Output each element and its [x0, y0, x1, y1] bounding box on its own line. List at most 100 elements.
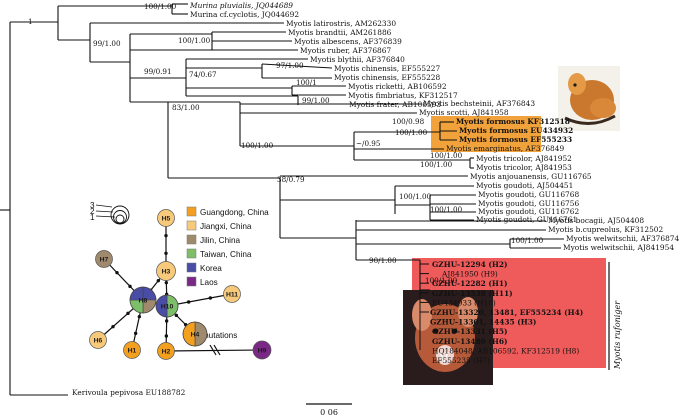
legend-swatch [186, 276, 197, 287]
support-s11: 100/0.98 [392, 117, 425, 126]
median-vector-dot [186, 300, 191, 304]
haplotype-label-h9: H9 [258, 348, 267, 355]
support-s1: 1 [28, 17, 33, 26]
taxon-tricolor-1: Myotis tricolor, AJ841952 [476, 154, 572, 163]
haplotype-node-h3 [156, 261, 176, 281]
size-key-2: 2 [90, 207, 95, 216]
median-vector-dot [174, 313, 179, 318]
rufoniger-side-label: Myotis rufoniger [613, 300, 622, 370]
rufoniger-haplotype-4: GZHU-13538 (H11) [432, 289, 513, 298]
support-s22: 100/1.00 [425, 276, 458, 285]
support-s5: 99/0.91 [144, 67, 172, 76]
support-s13: 100/1.00 [241, 141, 274, 150]
size-key: 3 2 1 [90, 201, 130, 225]
haplotype-label-h4: H4 [191, 332, 200, 339]
haplotype-node-h4 [182, 321, 208, 347]
long-branch-break [209, 344, 221, 356]
taxon-goudoti-1: Myotis goudoti, AJ504451 [476, 181, 573, 190]
support-s6: 74/0.67 [189, 70, 217, 79]
median-vector-dot [126, 311, 130, 316]
rufoniger-haplotype-1: GZHU-12294 (H2) [432, 260, 507, 269]
support-s15: 100/1.00 [430, 151, 463, 160]
median-vector-dot [137, 314, 142, 319]
rufoniger-haplotype-9: GZHU-13480 (H6) [432, 337, 507, 346]
support-s12: 100/1.00 [395, 128, 428, 137]
taxon-goudoti-3: Myotis goudoti, GU116756 [478, 199, 579, 208]
rufoniger-haplotype-3: GZHU-12282 (H1) [432, 279, 507, 288]
taxon-chinensis-2: Myotis chinensis, EF555228 [334, 73, 441, 82]
scale-label: 0 06 [320, 408, 338, 417]
rufoniger-haplotype-8: GZHU-13331 (H5) [432, 327, 507, 336]
median-vector-dot [164, 251, 168, 256]
taxon-ruber: Myotis ruber, AF376867 [300, 46, 391, 55]
haplotype-node-h8 [129, 286, 157, 314]
legend-swatch [186, 248, 197, 259]
taxon-cupreolus: Myotis b.cupreolus, KF312502 [548, 225, 663, 234]
haplotype-node-h10 [155, 294, 179, 318]
support-s19: 100/1.00 [430, 205, 463, 214]
median-vector-dot [164, 280, 169, 285]
support-s7: 97/1.00 [276, 61, 304, 70]
support-s3: 99/1.00 [93, 39, 121, 48]
legend-label: Jilin, China [200, 236, 240, 245]
median-vector-dot [133, 331, 138, 336]
size-key-1: 1 [90, 213, 95, 222]
median-vector-dot [164, 334, 169, 338]
haplotype-label-h11: H11 [226, 292, 238, 299]
size-key-3: 3 [90, 201, 95, 210]
support-values: 1 100/1.00 99/1.00 100/1.00 99/0.91 74/0… [28, 2, 544, 285]
taxon-bocagii: Myotis bocagii, AJ504408 [548, 216, 644, 225]
taxon-labels: Murina pluvialis, JQ044689 Murina cf.cyc… [72, 1, 679, 397]
taxon-murina-pluvialis: Murina pluvialis, JQ044689 [189, 1, 293, 10]
taxon-fimbriatus: Myotis fimbriatus, KF312517 [348, 91, 458, 100]
rufoniger-haplotype-labels: GZHU-12294 (H2)AJ841950 (H9)GZHU-12282 (… [419, 260, 583, 365]
support-s16: 100/1.00 [420, 160, 453, 169]
taxon-goudoti-5: Myotis goudoti, GU116761 [476, 215, 577, 224]
taxon-frater: Myotis frater, AB106593 [349, 100, 441, 109]
support-s8: 100/1 [296, 78, 317, 87]
legend-swatch [186, 262, 197, 273]
haplotype-node-h5 [157, 209, 175, 227]
haplotype-label-h5: H5 [162, 216, 171, 223]
rufoniger-haplotype-6: GZHU-13320, 13481, EF555234 (H4) [430, 308, 583, 317]
taxon-formosus-3: Myotis formosus EF555233 [459, 135, 572, 144]
taxon-goudoti-2: Myotis goudoti, GU116768 [478, 190, 579, 199]
taxon-welwitschii-2: Myotis welwitschii, AJ841954 [563, 243, 674, 252]
haplotype-label-h3: H3 [162, 269, 171, 276]
legend-label: Jiangxi, China [200, 222, 252, 231]
support-s4: 100/1.00 [178, 36, 211, 45]
rufoniger-bat-photo [403, 290, 493, 385]
median-vector-dot [115, 270, 119, 275]
taxon-emarginatus: Myotis emarginatus, AF376849 [446, 144, 564, 153]
legend-swatch [186, 220, 197, 231]
haplotype-label-h6: H6 [94, 338, 103, 345]
haplotype-label-h8: H8 [139, 298, 148, 305]
taxon-blythii: Myotis blythii, AF376840 [310, 55, 405, 64]
support-s17: 38/0.79 [277, 175, 305, 184]
median-vector-dot [156, 278, 161, 283]
taxon-chinensis-1: Myotis chinensis, EF555227 [334, 64, 441, 73]
median-vector-dot [164, 319, 169, 323]
mutation-note: 6 mutations [195, 331, 237, 340]
taxon-formosus-2: Myotis formosus EU434932 [459, 126, 573, 135]
haplotype-node-h11 [223, 285, 241, 303]
legend-label: Guangdong, China [200, 208, 269, 217]
haplotype-label-h2: H2 [162, 349, 171, 356]
haplotype-label-h1: H1 [128, 348, 137, 355]
haplotype-node-h2 [157, 342, 175, 360]
haplotype-label-h10: H10 [161, 304, 174, 311]
support-s21: 90/1.00 [369, 256, 397, 265]
taxon-scotti: Myotis scotti, AJ841958 [419, 108, 509, 117]
taxon-tricolor-2: Myotis tricolor, AJ841953 [476, 163, 572, 172]
legend-swatch [186, 206, 197, 217]
taxon-albescens: Myotis albescens, AF376839 [294, 37, 402, 46]
haplotype-node-h6 [89, 331, 107, 349]
haplotype-node-h7 [95, 250, 113, 268]
rufoniger-haplotype-11: EF555235 (H7) [432, 356, 490, 365]
legend-label: Laos [200, 278, 218, 287]
haplotype-node-h1 [123, 341, 141, 359]
